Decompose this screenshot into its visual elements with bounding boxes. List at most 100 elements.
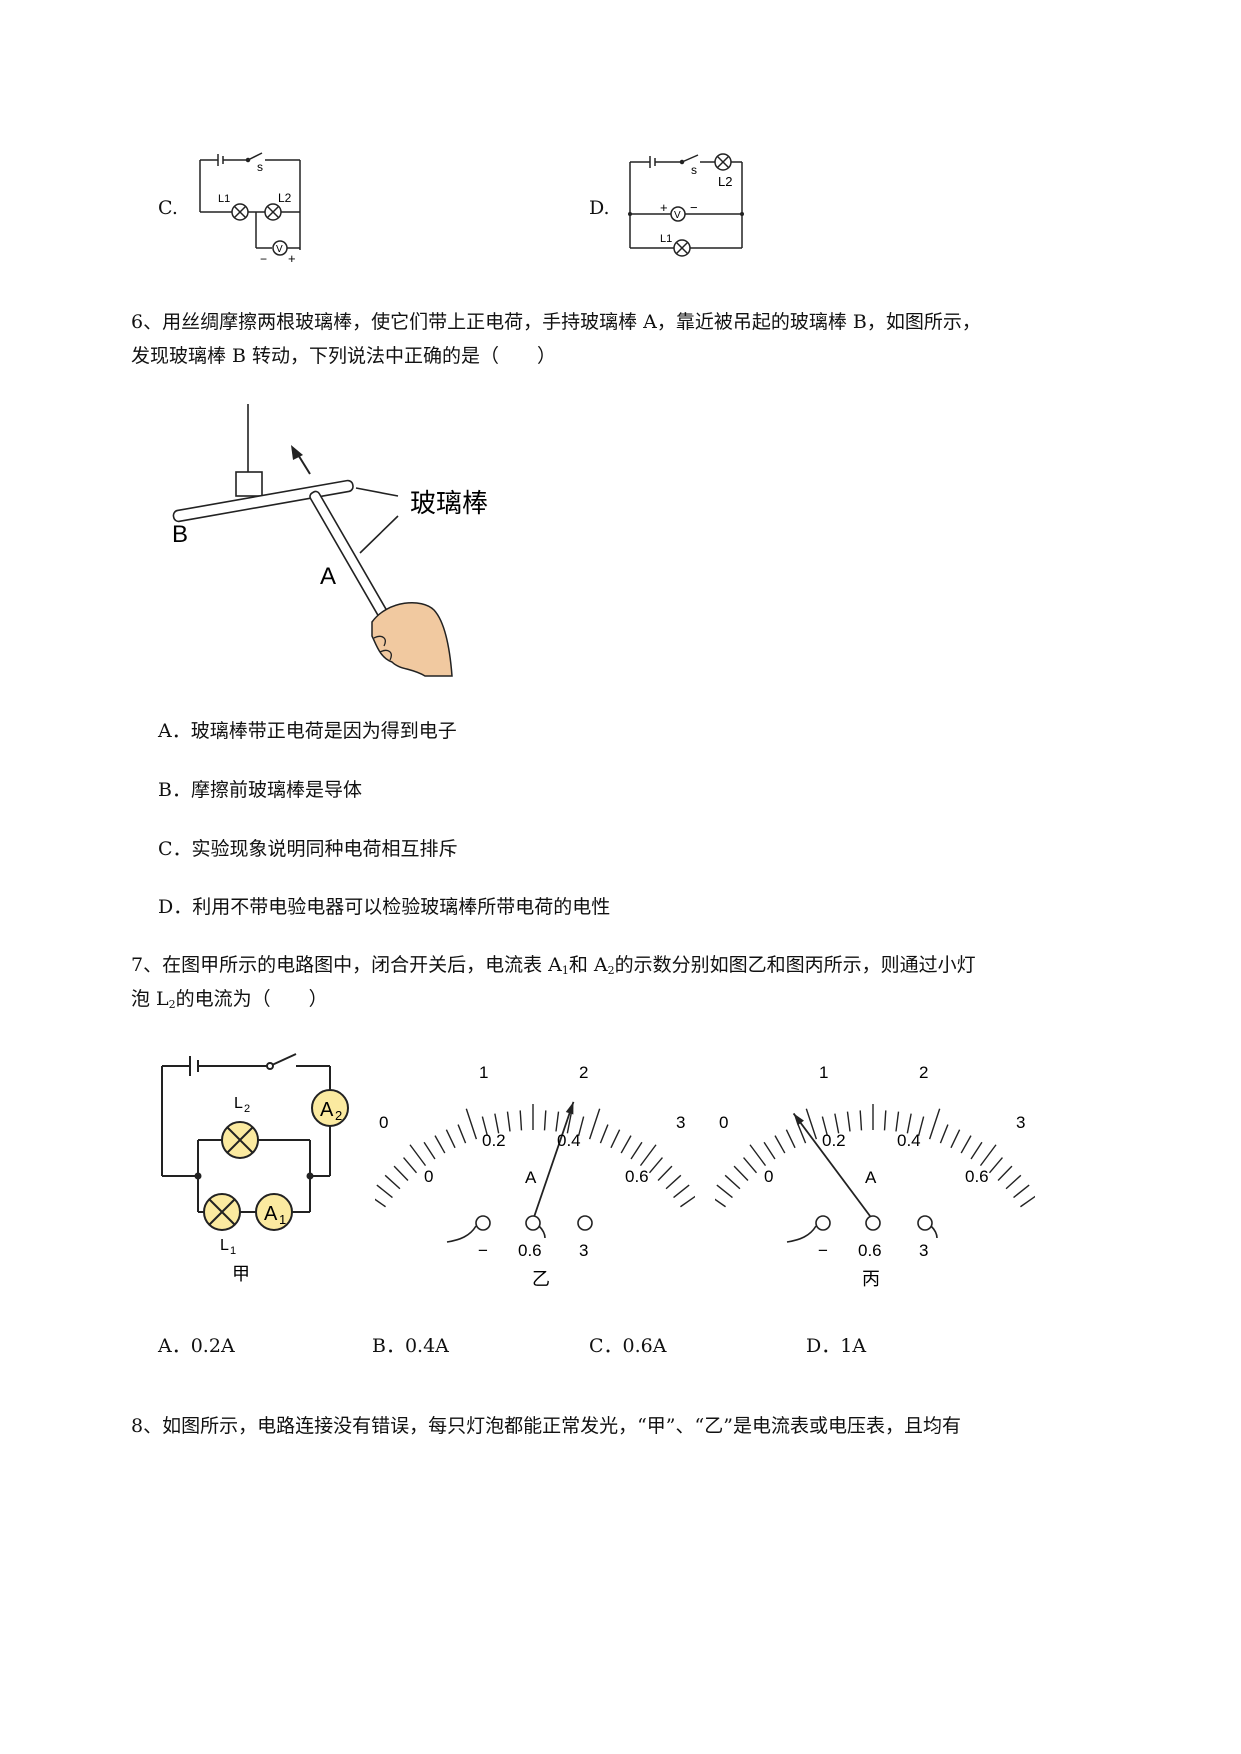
svg-text:A: A bbox=[264, 1203, 278, 1225]
q7-option-c: C．0.6A bbox=[589, 1335, 667, 1357]
needle bbox=[532, 1101, 575, 1221]
minor-tick bbox=[620, 1135, 632, 1154]
svg-text:0: 0 bbox=[379, 1113, 388, 1132]
svg-text:−: − bbox=[478, 1241, 488, 1260]
minor-tick bbox=[445, 1129, 456, 1149]
minor-tick bbox=[376, 1184, 393, 1199]
svg-text:A: A bbox=[320, 1099, 334, 1121]
major-tick bbox=[928, 1108, 941, 1140]
q7-option-d: D．1A bbox=[806, 1335, 867, 1357]
circuit-figure-jia: A 2 L 2 L 1 A 1 甲 bbox=[161, 1053, 349, 1284]
minor-tick bbox=[960, 1135, 972, 1154]
svg-text:0.6: 0.6 bbox=[518, 1241, 542, 1260]
glass-rod-label: 玻璃棒 bbox=[410, 488, 488, 518]
plus-sign: + bbox=[288, 251, 296, 266]
svg-text:1: 1 bbox=[279, 1212, 286, 1227]
needle bbox=[792, 1112, 874, 1221]
minor-tick bbox=[950, 1129, 961, 1149]
rod-b-label: B bbox=[172, 521, 188, 548]
minor-tick bbox=[673, 1184, 690, 1199]
lamp-l2-label: L2 bbox=[278, 191, 292, 205]
svg-text:2: 2 bbox=[579, 1063, 588, 1082]
minor-tick bbox=[393, 1165, 409, 1182]
q6-option-d: D．利用不带电验电器可以检验玻璃棒所带电荷的电性 bbox=[158, 896, 611, 918]
question-6-line-1: 6、用丝绸摩擦两根玻璃棒，使它们带上正电荷，手持玻璃棒 A，靠近被吊起的玻璃棒 … bbox=[131, 311, 981, 333]
minor-tick bbox=[639, 1144, 657, 1167]
caption-bing: 丙 bbox=[862, 1269, 880, 1289]
minor-tick bbox=[494, 1113, 500, 1134]
minor-tick bbox=[665, 1174, 682, 1190]
minor-tick bbox=[403, 1157, 418, 1174]
ammeter-dial-bing: 0 1 2 3 0 0.2 0.4 0.6 A − 0.6 3 丙 bbox=[715, 1063, 1035, 1289]
circuit-diagram-c: s L1 L2 V − + bbox=[199, 152, 301, 266]
minor-tick bbox=[939, 1124, 949, 1144]
major-tick bbox=[715, 1198, 726, 1208]
major-tick bbox=[588, 1108, 601, 1140]
minor-tick bbox=[1013, 1184, 1030, 1199]
svg-text:1: 1 bbox=[230, 1245, 236, 1257]
switch-label: s bbox=[257, 160, 263, 174]
option-c-label: C. bbox=[158, 197, 178, 219]
switch-label: s bbox=[691, 163, 697, 177]
unit-label: A bbox=[865, 1168, 877, 1187]
question-8-line-1: 8、如图所示，电路连接没有错误，每只灯泡都能正常发光，“甲”、“乙”是电流表或电… bbox=[131, 1415, 961, 1437]
svg-text:3: 3 bbox=[919, 1241, 928, 1260]
question-7-line-2: 泡 L2的电流为（ ） bbox=[131, 988, 328, 1011]
unit-label: A bbox=[525, 1168, 537, 1187]
svg-text:2: 2 bbox=[919, 1063, 928, 1082]
minor-tick bbox=[895, 1111, 900, 1132]
minor-tick bbox=[906, 1113, 912, 1134]
minor-tick bbox=[566, 1113, 572, 1134]
minor-tick bbox=[797, 1124, 807, 1144]
minor-tick bbox=[423, 1141, 436, 1160]
minor-tick bbox=[409, 1144, 427, 1167]
major-tick bbox=[680, 1195, 695, 1208]
minor-tick bbox=[716, 1184, 733, 1199]
svg-text:0.6: 0.6 bbox=[858, 1241, 882, 1260]
caption-yi: 乙 bbox=[532, 1269, 550, 1289]
rod-a-label: A bbox=[320, 563, 336, 590]
minor-tick bbox=[763, 1141, 776, 1160]
svg-text:3: 3 bbox=[1016, 1113, 1025, 1132]
svg-text:0.6: 0.6 bbox=[965, 1167, 989, 1186]
major-tick bbox=[465, 1108, 478, 1140]
major-tick bbox=[805, 1108, 818, 1140]
q6-option-a: A．玻璃棒带正电荷是因为得到电子 bbox=[158, 720, 457, 742]
q6-option-b: B．摩擦前玻璃棒是导体 bbox=[158, 779, 362, 801]
glass-rod-figure: 玻璃棒 B A bbox=[172, 404, 488, 677]
minor-tick bbox=[859, 1110, 863, 1131]
minor-tick bbox=[970, 1141, 983, 1160]
minor-tick bbox=[997, 1165, 1013, 1182]
ammeter-a1 bbox=[255, 1193, 293, 1231]
circuit-diagram-d: s L2 V + − L1 bbox=[628, 153, 744, 257]
q6-option-c: C．实验现象说明同种电荷相互排斥 bbox=[158, 838, 458, 860]
lamp-l1-label: L1 bbox=[218, 193, 230, 205]
svg-text:3: 3 bbox=[579, 1241, 588, 1260]
svg-text:0.2: 0.2 bbox=[822, 1131, 846, 1150]
ammeter-a2 bbox=[311, 1089, 349, 1127]
minor-tick bbox=[834, 1113, 840, 1134]
svg-text:−: − bbox=[818, 1241, 828, 1260]
minor-tick bbox=[743, 1157, 758, 1174]
lamp-l1-label: L1 bbox=[660, 233, 672, 245]
major-tick bbox=[1020, 1195, 1035, 1208]
svg-text:0.4: 0.4 bbox=[557, 1131, 581, 1150]
minor-tick bbox=[577, 1116, 585, 1137]
minor-tick bbox=[774, 1135, 786, 1154]
plus-sign: + bbox=[660, 200, 668, 215]
minor-tick bbox=[630, 1141, 643, 1160]
q7-option-b: B．0.4A bbox=[372, 1335, 449, 1357]
minor-tick bbox=[846, 1111, 851, 1132]
svg-text:2: 2 bbox=[335, 1108, 342, 1123]
minor-tick bbox=[481, 1116, 489, 1137]
svg-text:L: L bbox=[234, 1095, 243, 1112]
minor-tick bbox=[434, 1135, 446, 1154]
minor-tick bbox=[555, 1111, 560, 1132]
svg-text:0.4: 0.4 bbox=[897, 1131, 921, 1150]
svg-text:1: 1 bbox=[479, 1063, 488, 1082]
minor-tick bbox=[506, 1111, 511, 1132]
svg-text:L: L bbox=[220, 1237, 229, 1254]
svg-text:0.2: 0.2 bbox=[482, 1131, 506, 1150]
svg-text:0: 0 bbox=[764, 1167, 773, 1186]
minor-tick bbox=[883, 1110, 887, 1131]
